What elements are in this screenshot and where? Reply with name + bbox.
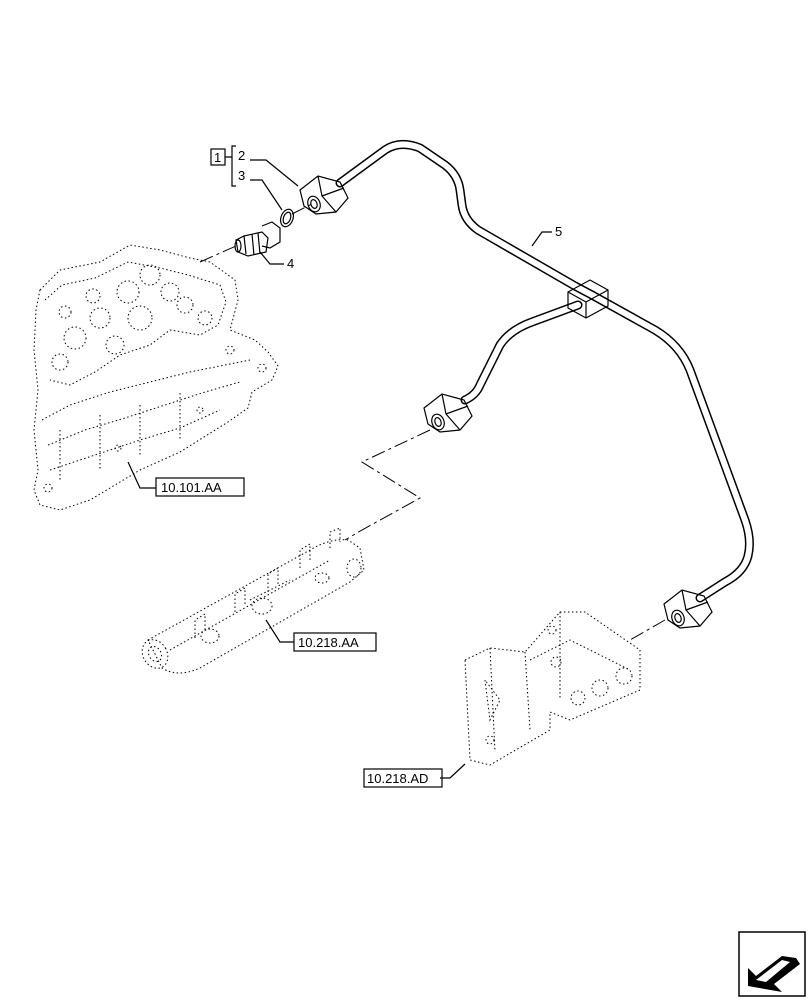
- callout-5-label: 5: [555, 224, 562, 239]
- kit-bracket-callout: 1 2 3: [210, 145, 299, 211]
- bracket: [464, 611, 641, 766]
- callout-4-label: 4: [287, 256, 294, 271]
- callout-5: 5: [531, 224, 562, 247]
- callout-3-label: 3: [238, 168, 245, 183]
- o-ring: [279, 208, 295, 228]
- next-page-arrow-icon[interactable]: [738, 931, 806, 997]
- reference-fuel-rail-label: 10.218.AA: [298, 635, 359, 650]
- connector-middle: [423, 393, 473, 433]
- callout-4: 4: [259, 251, 294, 271]
- axis-line-sensor: [199, 245, 237, 263]
- connector-upper: [299, 175, 349, 215]
- reference-fuel-rail[interactable]: 10.218.AA: [265, 619, 377, 652]
- fuel-rail: [141, 527, 365, 674]
- pressure-sensor: [234, 221, 281, 257]
- axis-line-rail: [344, 429, 431, 541]
- reference-bracket-label: 10.218.AD: [367, 771, 428, 786]
- engine-cylinder-head: [33, 244, 279, 511]
- kit-number-label: 1: [214, 150, 221, 165]
- callout-2-label: 2: [238, 148, 245, 163]
- reference-bracket[interactable]: 10.218.AD: [363, 763, 466, 788]
- reference-engine-head-label: 10.101.AA: [161, 480, 222, 495]
- fuel-pipe-assembly: [335, 140, 754, 603]
- reference-engine-head[interactable]: 10.101.AA: [127, 461, 245, 497]
- axis-line-bracket: [629, 619, 666, 641]
- connector-lower: [663, 589, 713, 629]
- tee-fitting: [567, 279, 609, 319]
